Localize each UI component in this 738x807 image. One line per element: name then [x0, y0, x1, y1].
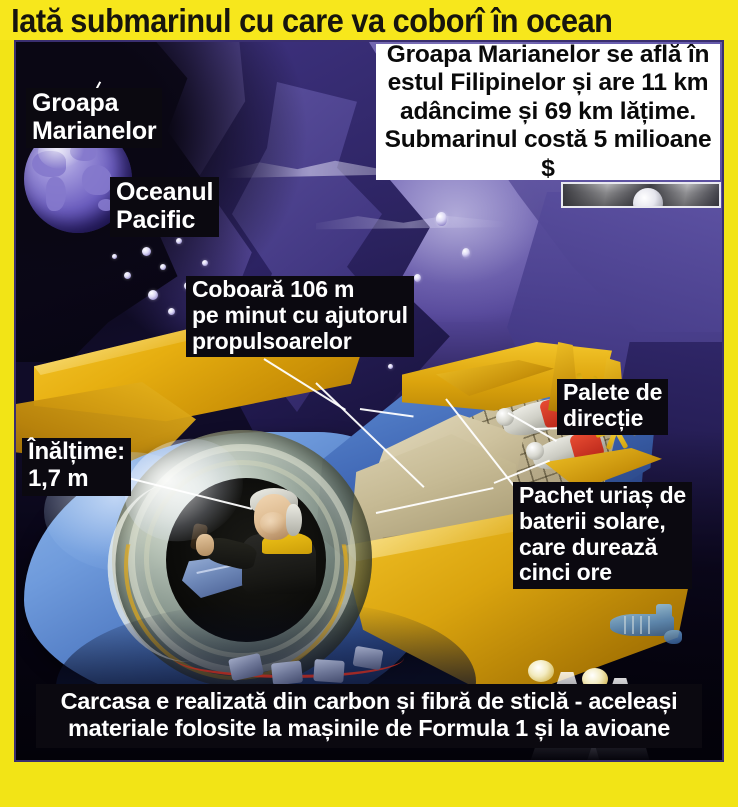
info-box-text: Groapa Marianelor se află în estul Filip… [384, 42, 712, 182]
bubble [462, 248, 470, 258]
pilot-hand [196, 534, 214, 556]
bubble [414, 274, 421, 282]
underside-module [270, 660, 304, 686]
photo-inset [561, 182, 721, 208]
continent-shape [46, 177, 66, 211]
label-height: Înălțime: 1,7 m [22, 438, 131, 496]
label-pacific-ocean: Oceanul Pacific [110, 177, 220, 237]
bubble [124, 272, 131, 279]
background-submersible-tower [656, 604, 672, 620]
bubble [436, 212, 447, 226]
rock-edge-highlight-2 [316, 215, 506, 230]
label-rudder-vanes: Palete de direcție [557, 379, 669, 435]
title-banner: Iată submarinul cu care va coborî în oce… [0, 0, 738, 40]
bubble [168, 308, 175, 315]
bubble [112, 254, 117, 259]
thruster-nose-upper [496, 408, 514, 426]
pilot-hair-side [286, 504, 302, 536]
bubble [202, 260, 208, 266]
bubble [388, 364, 393, 369]
bubble [148, 290, 158, 300]
background-submersible-rib [624, 616, 626, 634]
page-title: Iată submarinul cu care va coborî în oce… [11, 1, 613, 39]
continent-shape [82, 165, 112, 195]
bubble [176, 238, 182, 244]
label-descent-rate: Coboară 106 m pe minut cu ajutorul propu… [186, 276, 414, 358]
photo-inset-sphere [633, 188, 663, 206]
info-box: Groapa Marianelor se află în estul Filip… [376, 42, 720, 182]
illustration-frame: Groapa Marianelor Oceanul Pacific Coboar… [14, 40, 724, 762]
bubble [160, 264, 166, 270]
pilot-face-shading [260, 512, 286, 534]
headlight-left [528, 660, 554, 682]
background-submersible-rib [640, 616, 642, 634]
submarine-illustration [16, 42, 722, 760]
caption-box: Carcasa e realizată din carbon și fibră … [36, 683, 702, 748]
background-submersible-fin [664, 630, 682, 644]
illustration-canvas: Groapa Marianelor Oceanul Pacific Coboar… [16, 42, 722, 760]
background-submersible [606, 602, 692, 648]
label-battery-pack: Pachet uriaș de baterii solare, care dur… [513, 482, 693, 589]
label-mariana-trench: Groapa Marianelor [26, 88, 163, 148]
background-submersible-rib [648, 616, 650, 634]
bubble [142, 247, 151, 256]
background-submersible-rib [632, 616, 634, 634]
underside-module [313, 658, 345, 684]
thruster-nose-lower [526, 442, 544, 460]
